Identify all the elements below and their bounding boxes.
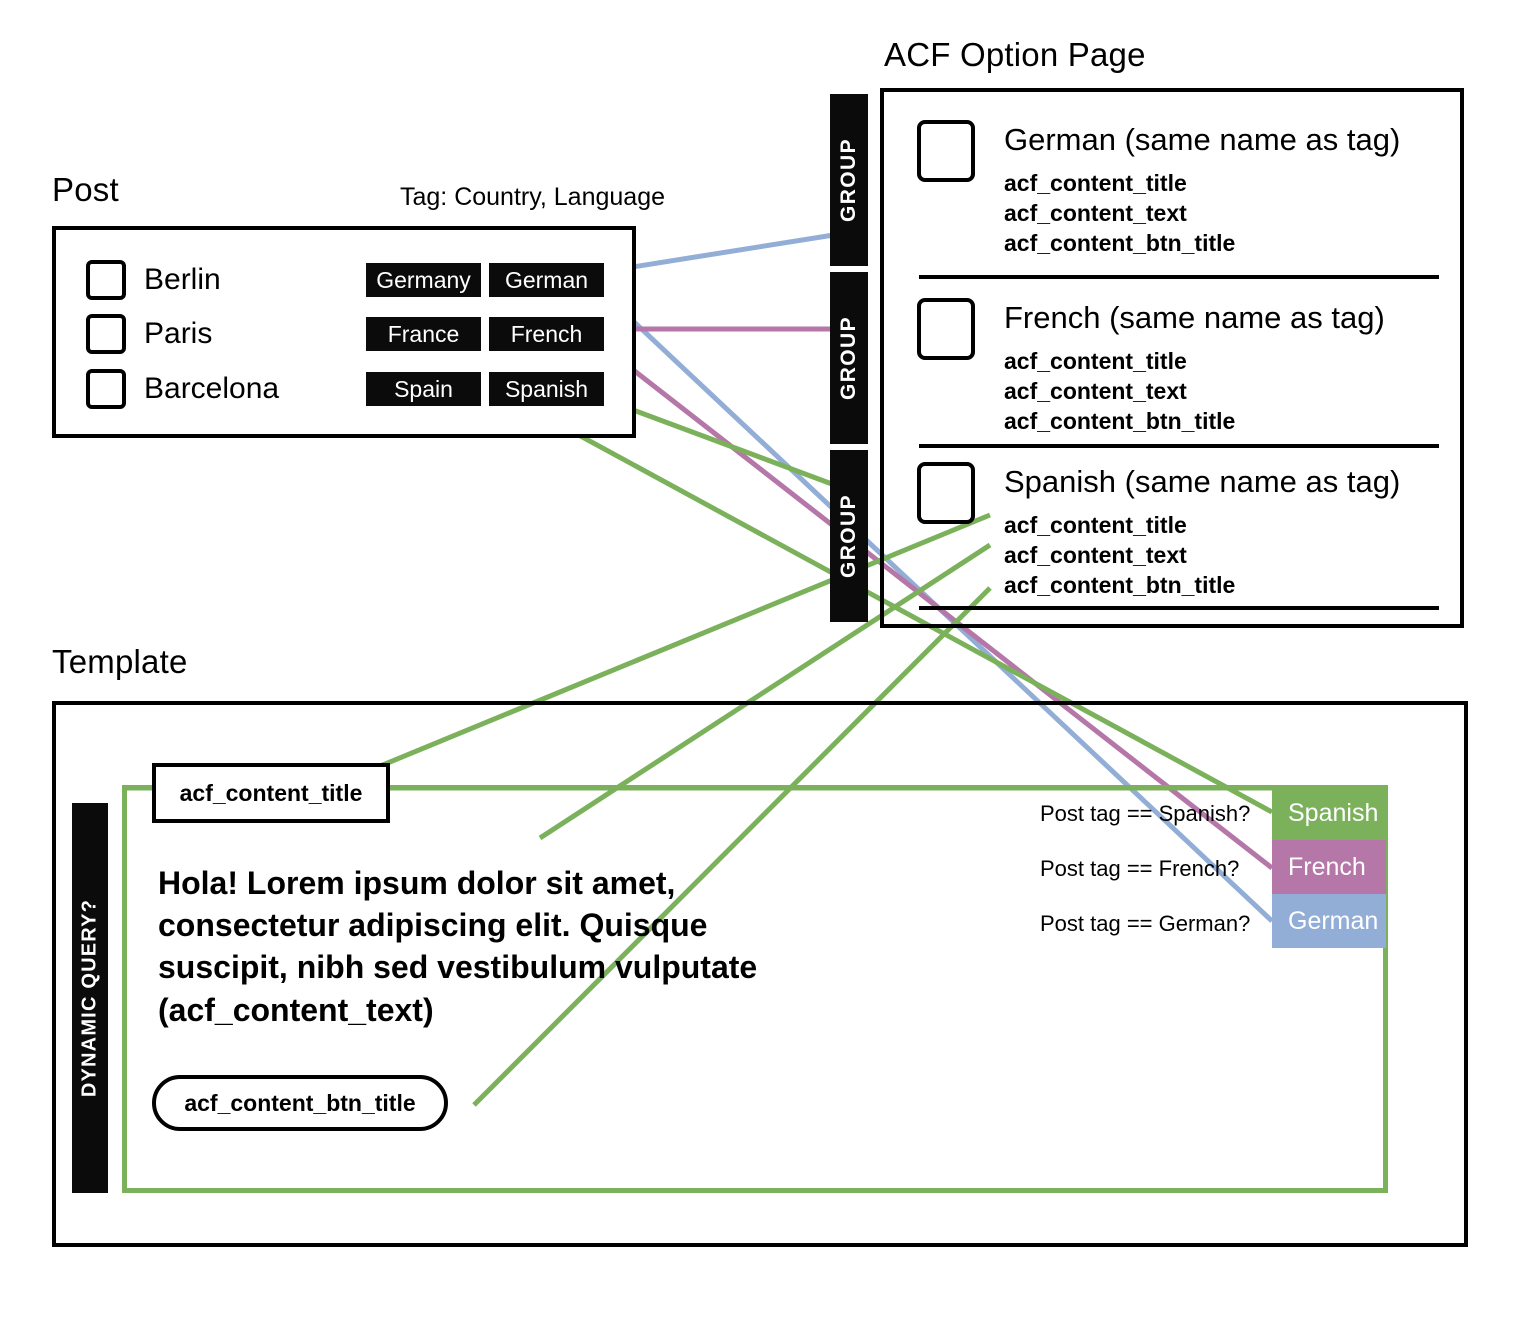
template-body-text: Hola! Lorem ipsum dolor sit amet, consec… (158, 865, 758, 1028)
acf-field-spanish-title: acf_content_title (1004, 512, 1187, 538)
condition-label-french: Post tag == French? (1040, 856, 1240, 881)
template-button-field[interactable]: acf_content_btn_title (152, 1075, 448, 1131)
condition-label-german: Post tag == German? (1040, 911, 1251, 936)
group-bar-spanish: GROUP (830, 450, 868, 622)
post-checkbox-barcelona[interactable] (86, 369, 126, 409)
acf-field-french-title: acf_content_title (1004, 348, 1187, 374)
dynamic-query-label: DYNAMIC QUERY? (78, 898, 101, 1098)
acf-field-german-title: acf_content_title (1004, 170, 1187, 196)
acf-field-spanish-text: acf_content_text (1004, 542, 1187, 568)
acf-field-french-btn-title: acf_content_btn_title (1004, 408, 1236, 434)
template-heading: Template (52, 643, 188, 680)
language-swatch-german[interactable]: German (1272, 894, 1386, 948)
template-title-field-box[interactable]: acf_content_title (152, 763, 390, 823)
post-checkbox-paris[interactable] (86, 314, 126, 354)
acf-group-title-spanish: Spanish (same name as tag) (1004, 464, 1401, 499)
acf-divider-1 (919, 275, 1439, 279)
post-tag-note: Tag: Country, Language (400, 183, 666, 211)
acf-checkbox-german[interactable] (917, 120, 975, 182)
post-tag-france[interactable]: France (366, 317, 481, 351)
post-tag-germany[interactable]: Germany (366, 263, 481, 297)
condition-label-spanish: Post tag == Spanish? (1040, 801, 1251, 826)
group-bar-german: GROUP (830, 94, 868, 266)
post-tag-french[interactable]: French (489, 317, 604, 351)
language-swatch-french[interactable]: French (1272, 840, 1386, 894)
acf-field-german-btn-title: acf_content_btn_title (1004, 230, 1236, 256)
template-dynamic-region-outline (122, 785, 1388, 1193)
acf-group-title-french: French (same name as tag) (1004, 300, 1385, 335)
group-bar-label: GROUP (837, 315, 860, 401)
acf-checkbox-spanish[interactable] (917, 462, 975, 524)
acf-divider-2 (919, 444, 1439, 448)
group-bar-label: GROUP (837, 137, 860, 223)
post-city-paris: Paris (144, 317, 213, 350)
post-checkbox-berlin[interactable] (86, 260, 126, 300)
acf-field-german-text: acf_content_text (1004, 200, 1187, 226)
post-tag-german[interactable]: German (489, 263, 604, 297)
acf-divider-3 (919, 606, 1439, 610)
acf-checkbox-french[interactable] (917, 298, 975, 360)
language-swatch-spanish[interactable]: Spanish (1272, 786, 1386, 840)
group-bar-french: GROUP (830, 272, 868, 444)
post-tag-spanish[interactable]: Spanish (489, 372, 604, 406)
dynamic-query-bar: DYNAMIC QUERY? (72, 803, 108, 1193)
group-bar-label: GROUP (837, 493, 860, 579)
post-city-berlin: Berlin (144, 263, 221, 296)
post-heading: Post (52, 171, 119, 208)
post-city-barcelona: Barcelona (144, 372, 280, 405)
acf-heading: ACF Option Page (884, 36, 1146, 73)
acf-option-page-box: German (same name as tag) acf_content_ti… (880, 88, 1464, 628)
acf-field-spanish-btn-title: acf_content_btn_title (1004, 572, 1236, 598)
post-tag-spain[interactable]: Spain (366, 372, 481, 406)
acf-field-french-text: acf_content_text (1004, 378, 1187, 404)
acf-group-title-german: German (same name as tag) (1004, 122, 1401, 157)
post-box: Berlin Paris Barcelona Germany France Sp… (52, 226, 636, 438)
template-box (52, 701, 1468, 1247)
